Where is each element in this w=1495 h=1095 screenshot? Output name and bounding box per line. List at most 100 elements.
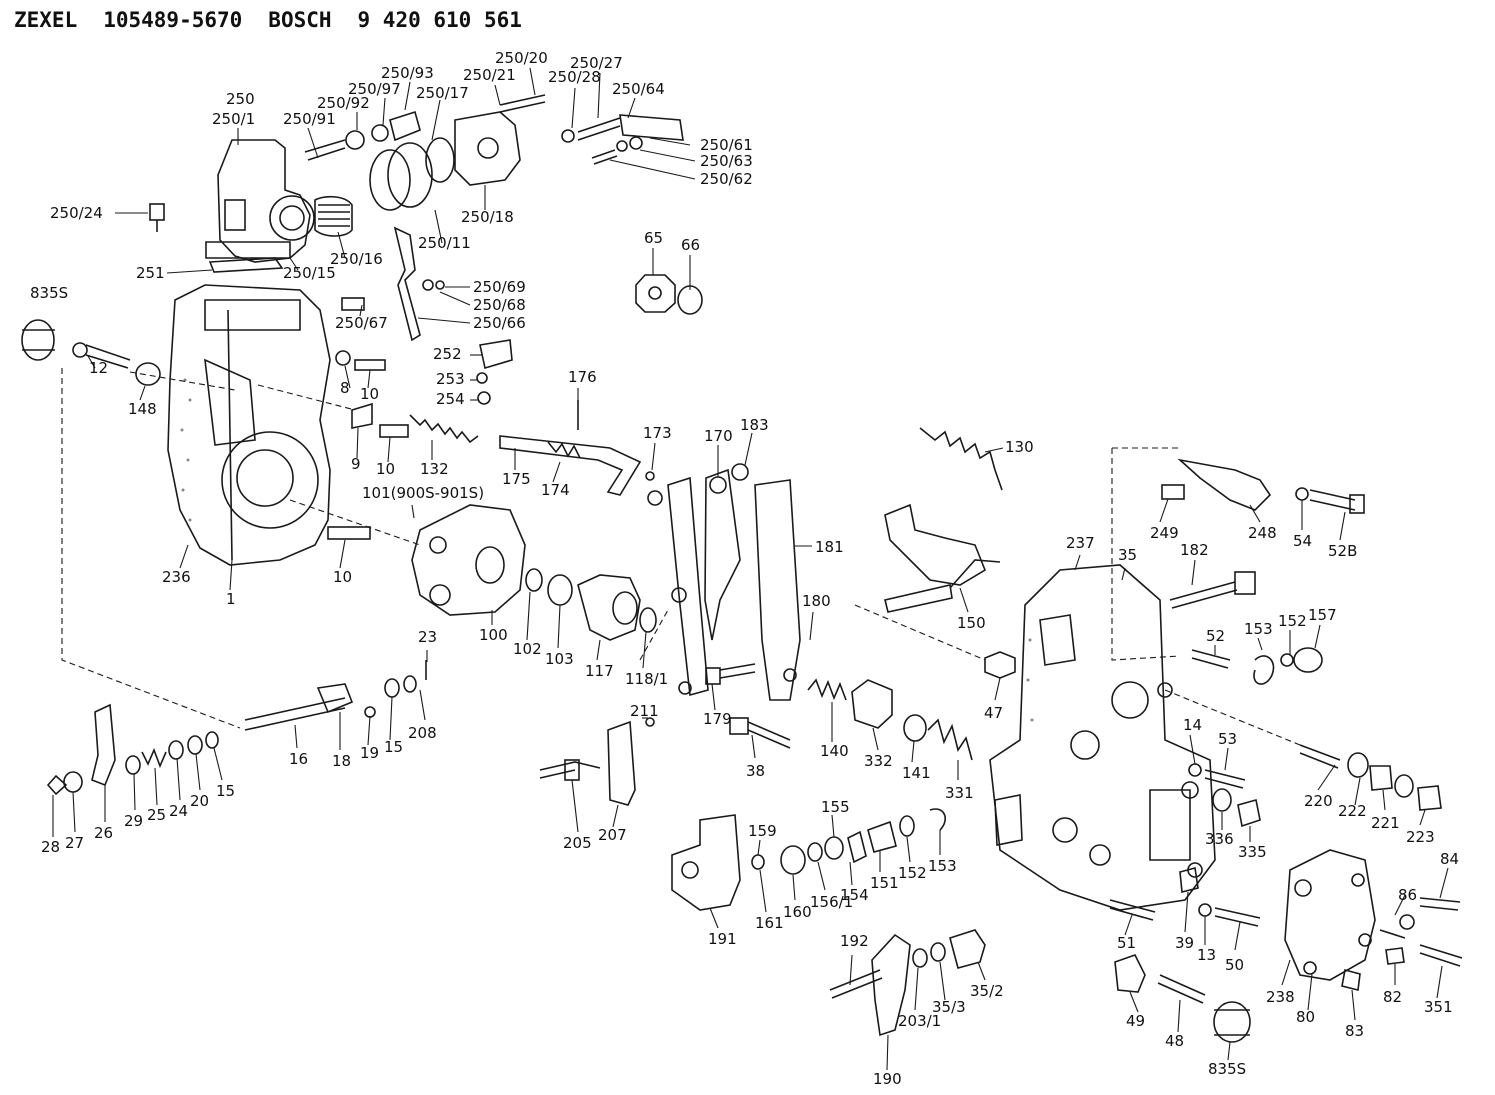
callout-156-1: 156/1: [810, 893, 853, 911]
header-brand-bosch: BOSCH: [268, 8, 332, 32]
callout-35-2: 35/2: [970, 982, 1004, 1000]
callout-250: 250: [226, 90, 255, 108]
callout-207: 207: [598, 826, 627, 844]
callout-236: 236: [162, 568, 191, 586]
callout-49: 49: [1126, 1012, 1145, 1030]
callout-157: 157: [1308, 606, 1337, 624]
callout-9: 9: [351, 455, 361, 473]
parts-artwork: [21, 94, 1463, 1043]
callout-181: 181: [815, 538, 844, 556]
callout-183: 183: [740, 416, 769, 434]
callout-250-28: 250/28: [548, 68, 601, 86]
callout-102: 102: [513, 640, 542, 658]
callout-86: 86: [1398, 886, 1417, 904]
callout-152-a: 152: [1278, 612, 1307, 630]
callout-19: 19: [360, 744, 379, 762]
callout-252: 252: [433, 345, 462, 363]
bracket-248: [1161, 458, 1365, 514]
callout-80: 80: [1296, 1008, 1315, 1026]
callout-132: 132: [420, 460, 449, 478]
callout-148: 148: [128, 400, 157, 418]
spring-130-and-lever-150: [884, 427, 1003, 613]
callout-130: 130: [1005, 438, 1034, 456]
screws-179-38: [705, 663, 791, 749]
callout-351: 351: [1424, 998, 1453, 1016]
callout-140: 140: [820, 742, 849, 760]
bracket-207-assembly: [539, 717, 655, 806]
callout-35: 35: [1118, 546, 1137, 564]
spring-and-screws-132: [327, 350, 479, 540]
callout-8: 8: [340, 379, 350, 397]
callout-250-68: 250/68: [473, 296, 526, 314]
block-191-and-valve-parts: [671, 808, 946, 911]
callout-237: 237: [1066, 534, 1095, 552]
callout-250-15: 250/15: [283, 264, 336, 282]
bolts-182-157: [1169, 571, 1323, 685]
callout-182: 182: [1180, 541, 1209, 559]
callout-10-c: 10: [333, 568, 352, 586]
screws-220-223: [1188, 744, 1442, 811]
callout-26: 26: [94, 824, 113, 842]
callout-83: 83: [1345, 1022, 1364, 1040]
callout-173: 173: [643, 424, 672, 442]
callout-250-91: 250/91: [283, 110, 336, 128]
callout-labels: 250 250/1 250/91 250/92 250/97 250/93 25…: [30, 49, 1459, 1088]
callout-254: 254: [436, 390, 465, 408]
callout-250-66: 250/66: [473, 314, 526, 332]
callout-27: 27: [65, 834, 84, 852]
callout-24: 24: [169, 802, 188, 820]
callout-39: 39: [1175, 934, 1194, 952]
callout-250-69: 250/69: [473, 278, 526, 296]
left-fasteners: [21, 319, 161, 386]
callout-222: 222: [1338, 802, 1367, 820]
callout-250-1: 250/1: [212, 110, 255, 128]
callout-249: 249: [1150, 524, 1179, 542]
lever-26-assembly: [46, 703, 219, 796]
callout-155: 155: [821, 798, 850, 816]
callout-336: 336: [1205, 830, 1234, 848]
callout-14: 14: [1183, 716, 1202, 734]
callout-66: 66: [681, 236, 700, 254]
bolt-47: [984, 651, 1016, 679]
callout-250-64: 250/64: [612, 80, 665, 98]
callout-248: 248: [1248, 524, 1277, 542]
callout-101-900s-901s: 101(900S-901S): [362, 484, 484, 502]
callout-160: 160: [783, 903, 812, 921]
callout-23: 23: [418, 628, 437, 646]
callout-251: 251: [136, 264, 165, 282]
callout-153-a: 153: [1244, 620, 1273, 638]
assembly-center-lines: [61, 368, 1301, 746]
callout-250-61: 250/61: [700, 136, 753, 154]
callout-153-b: 153: [928, 857, 957, 875]
callout-154: 154: [840, 886, 869, 904]
callout-250-17: 250/17: [416, 84, 469, 102]
callout-221: 221: [1371, 814, 1400, 832]
callout-52: 52: [1206, 627, 1225, 645]
callout-223: 223: [1406, 828, 1435, 846]
callout-250-27: 250/27: [570, 54, 623, 72]
governor-levers: [667, 463, 801, 701]
header-zexel-part-number: 105489-5670: [103, 8, 243, 32]
callout-250-63: 250/63: [700, 152, 753, 170]
callout-12: 12: [89, 359, 108, 377]
callout-190: 190: [873, 1070, 902, 1088]
rod-assembly-174: [499, 400, 663, 506]
callout-250-24: 250/24: [50, 204, 103, 222]
callout-331: 331: [945, 784, 974, 802]
callout-253: 253: [436, 370, 465, 388]
callout-192: 192: [840, 932, 869, 950]
callout-238: 238: [1266, 988, 1295, 1006]
callout-250-20: 250/20: [495, 49, 548, 67]
cover-238-assembly: [1284, 849, 1463, 991]
callout-100: 100: [479, 626, 508, 644]
callout-10-a: 10: [360, 385, 379, 403]
callout-191: 191: [708, 930, 737, 948]
flyweight-assembly: [411, 504, 657, 641]
callout-174: 174: [541, 481, 570, 499]
spring-set-140-331: [807, 678, 973, 761]
pump-body-237: [989, 564, 1216, 911]
callout-250-11: 250/11: [418, 234, 471, 252]
callout-150: 150: [957, 614, 986, 632]
